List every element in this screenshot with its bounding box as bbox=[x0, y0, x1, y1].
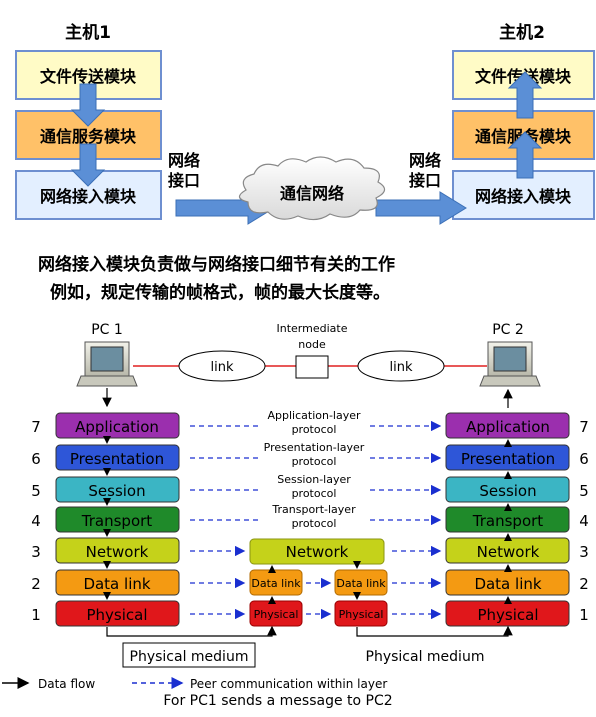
middle-physical-right-label: Physical bbox=[339, 608, 384, 621]
protocol-label-session-1: Session-layer bbox=[277, 473, 351, 486]
pc1-layer-num-3: 3 bbox=[31, 543, 41, 561]
host2-up-arrow-2 bbox=[507, 71, 543, 119]
physical-medium-box-left bbox=[122, 642, 256, 668]
physical-medium-label-right: Physical medium bbox=[366, 649, 485, 665]
pc1-layer-presentation bbox=[55, 444, 180, 471]
interface-left-line2: 接口 bbox=[168, 171, 200, 190]
network-cloud: 通信网络 bbox=[238, 156, 386, 221]
pc2-layer-num-2: 2 bbox=[579, 575, 589, 593]
pc2-layer-num-5: 5 bbox=[579, 482, 589, 500]
pc2-layer-label-session: Session bbox=[479, 482, 536, 500]
host1-module-net-label: 网络接入模块 bbox=[40, 187, 137, 206]
legend-data-flow-label: Data flow bbox=[38, 677, 95, 691]
protocol-label-presentation-1: Presentation-layer bbox=[264, 441, 365, 454]
pc1-layer-label-network: Network bbox=[86, 543, 149, 561]
protocol-label-application-2: protocol bbox=[292, 423, 337, 436]
middle-datalink-right bbox=[334, 569, 388, 596]
pc1-layer-num-1: 1 bbox=[31, 606, 41, 624]
host2-title: 主机2 bbox=[499, 22, 545, 43]
pc2-layer-num-6: 6 bbox=[579, 450, 589, 468]
pc1-layer-stack: 7 Application 6 Presentation 5 Session 4 Transp… bbox=[31, 412, 180, 627]
protocol-label-presentation-2: protocol bbox=[292, 455, 337, 468]
protocol-label-transport-2: protocol bbox=[292, 517, 337, 530]
link-label-left: link bbox=[211, 360, 234, 375]
middle-network-label: Network bbox=[286, 543, 349, 561]
pc2-layer-label-data-link: Data link bbox=[474, 575, 541, 593]
pc1-computer-icon bbox=[76, 341, 138, 387]
interface-left-line1: 网络 bbox=[168, 151, 200, 170]
middle-physical-left-label: Physical bbox=[254, 608, 299, 621]
pc1-layer-label-session: Session bbox=[88, 482, 145, 500]
pc2-layer-num-3: 3 bbox=[579, 543, 589, 561]
pc2-layer-label-physical: Physical bbox=[477, 606, 538, 624]
intermediate-label-1: Intermediate bbox=[277, 322, 348, 335]
pc1-layer-transport bbox=[55, 506, 180, 533]
host2-up-arrow-1 bbox=[507, 131, 543, 179]
medium-flow-left bbox=[106, 625, 277, 637]
pc1-layer-num-4: 4 bbox=[31, 512, 41, 530]
pc1-layer-num-6: 6 bbox=[31, 450, 41, 468]
pc1-layer-label-transport: Transport bbox=[81, 512, 153, 530]
pc2-label: PC 2 bbox=[492, 322, 524, 338]
layer-connections: Application-layerprotocolPresentation-la… bbox=[103, 409, 512, 620]
cloud-label: 通信网络 bbox=[280, 184, 344, 203]
host2-module-net-label: 网络接入模块 bbox=[475, 187, 572, 206]
pc2-computer-icon bbox=[479, 341, 541, 387]
link-label-right: link bbox=[390, 360, 413, 375]
pc1-layer-physical bbox=[55, 600, 180, 627]
protocol-label-transport-1: Transport-layer bbox=[271, 503, 356, 516]
pc2-layer-application bbox=[445, 412, 570, 439]
medium-flow-right bbox=[356, 625, 513, 637]
pc1-layer-label-application: Application bbox=[75, 418, 159, 436]
middle-network-box bbox=[249, 538, 385, 565]
pc2-layer-num-4: 4 bbox=[579, 512, 589, 530]
host1-module-comm-label: 通信服务模块 bbox=[40, 127, 137, 146]
middle-physical-right bbox=[334, 600, 388, 627]
pc1-layer-num-5: 5 bbox=[31, 482, 41, 500]
flow-arrow-right bbox=[375, 191, 467, 225]
host1-down-arrow-2 bbox=[70, 143, 106, 187]
intermediate-label-2: node bbox=[298, 338, 326, 351]
host1-title: 主机1 bbox=[65, 22, 111, 43]
pc2-layer-label-network: Network bbox=[477, 543, 540, 561]
footer-caption: For PC1 sends a message to PC2 bbox=[163, 693, 392, 709]
middle-datalink-right-label: Data link bbox=[336, 577, 386, 590]
host1-module-file-label: 文件传送模块 bbox=[40, 67, 137, 86]
legend-peer-label: Peer communication within layer bbox=[190, 677, 387, 691]
link-ellipse-right bbox=[357, 350, 445, 382]
host1-down-arrow-1 bbox=[70, 83, 106, 127]
host2-module-net bbox=[452, 170, 595, 220]
interface-right-line2: 接口 bbox=[409, 171, 441, 190]
pc2-layer-label-presentation: Presentation bbox=[461, 450, 555, 468]
pc1-label: PC 1 bbox=[91, 322, 123, 338]
interface-right-line1: 网络 bbox=[409, 151, 441, 170]
pc1-layer-label-physical: Physical bbox=[86, 606, 147, 624]
pc1-layer-num-2: 2 bbox=[31, 575, 41, 593]
pc1-layer-network bbox=[55, 537, 180, 564]
link-ellipse-left bbox=[178, 350, 266, 382]
pc2-layer-num-1: 1 bbox=[579, 606, 589, 624]
middle-datalink-left-label: Data link bbox=[251, 577, 301, 590]
pc1-layer-label-data-link: Data link bbox=[83, 575, 150, 593]
pc1-layer-session bbox=[55, 476, 180, 503]
pc2-layer-label-transport: Transport bbox=[472, 512, 544, 530]
protocol-label-session-2: protocol bbox=[292, 487, 337, 500]
intermediate-node-box bbox=[295, 355, 329, 379]
pc1-layer-label-presentation: Presentation bbox=[70, 450, 164, 468]
pc2-layer-label-application: Application bbox=[466, 418, 550, 436]
caption-line-2: 例如，规定传输的帧格式，帧的最大长度等。 bbox=[50, 282, 390, 303]
pc1-layer-num-7: 7 bbox=[31, 418, 41, 436]
physical-medium-label-left: Physical medium bbox=[130, 649, 249, 665]
pc1-layer-application bbox=[55, 412, 180, 439]
pc2-layer-num-7: 7 bbox=[579, 418, 589, 436]
caption-line-1: 网络接入模块负责做与网络接口细节有关的工作 bbox=[38, 254, 395, 275]
middle-datalink-left bbox=[249, 569, 303, 596]
pc1-layer-data-link bbox=[55, 569, 180, 596]
protocol-label-application-1: Application-layer bbox=[267, 409, 361, 422]
